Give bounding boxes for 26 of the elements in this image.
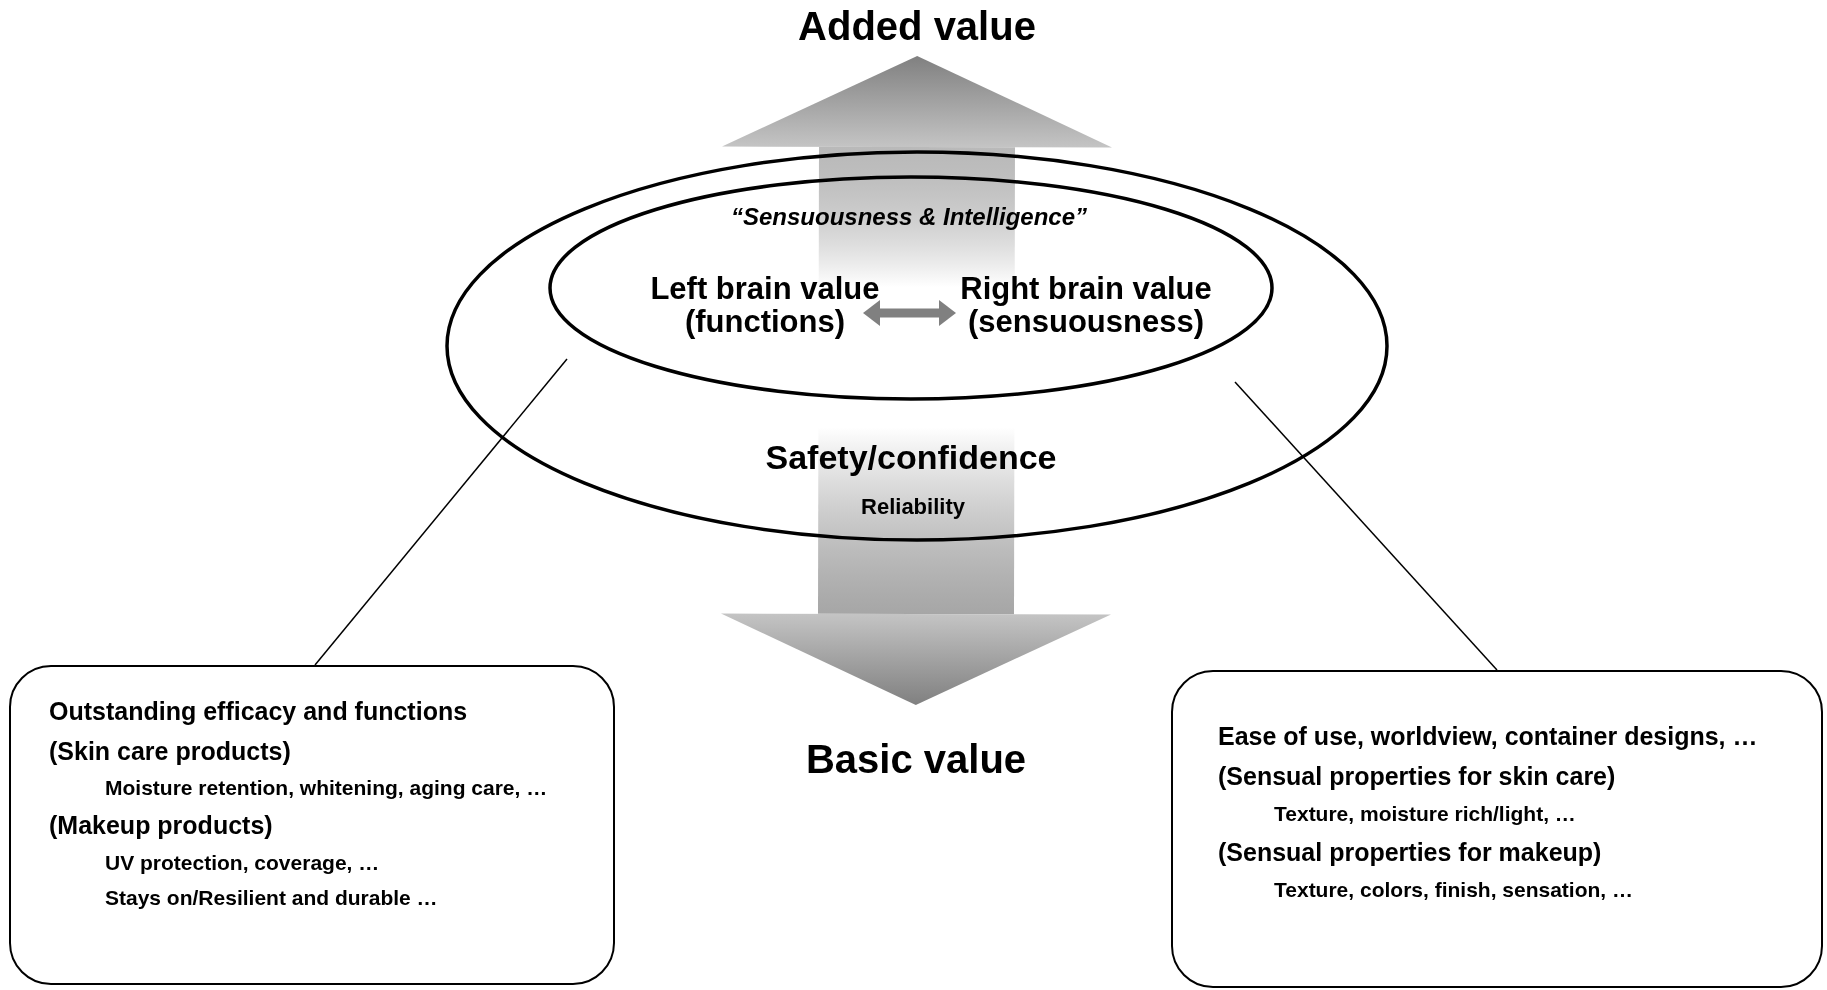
leader-line <box>314 358 568 666</box>
heading-label: Basic value <box>805 738 1027 782</box>
double-arrow <box>863 300 956 326</box>
value-label: Left brain value (functions) <box>650 271 880 339</box>
heading-text: (Sensual properties for skin care) <box>1218 761 1617 792</box>
detail-text: Moisture retention, whitening, aging care, … <box>104 775 549 801</box>
heading-text: Outstanding efficacy and functions <box>49 696 469 727</box>
detail-text: Stays on/Resilient and durable … <box>104 885 439 912</box>
detail-text: UV protection, coverage, … <box>104 849 381 876</box>
info-box <box>1171 670 1823 988</box>
double-arrow <box>721 56 1112 705</box>
heading-label: Added value <box>798 5 1036 49</box>
value-label: Safety/confidence <box>765 437 1057 477</box>
value-label: Reliability <box>861 494 965 520</box>
detail-text: Texture, colors, finish, sensation, … <box>1273 876 1635 903</box>
heading-text: (Sensual properties for makeup) <box>1218 836 1603 868</box>
detail-text: Texture, moisture rich/light, … <box>1273 801 1577 827</box>
heading-text: (Skin care products) <box>49 736 292 767</box>
leader-line <box>1234 381 1498 671</box>
heading-text: Ease of use, worldview, container designs, … <box>1218 721 1759 752</box>
value-label: Right brain value (sensuousness) <box>959 271 1213 339</box>
inner-ellipse <box>548 175 1274 401</box>
quote-label: “Sensuousness & Intelligence” <box>730 203 1088 231</box>
outer-ellipse <box>445 150 1389 542</box>
info-box <box>9 665 615 985</box>
heading-text: (Makeup products) <box>49 809 274 841</box>
